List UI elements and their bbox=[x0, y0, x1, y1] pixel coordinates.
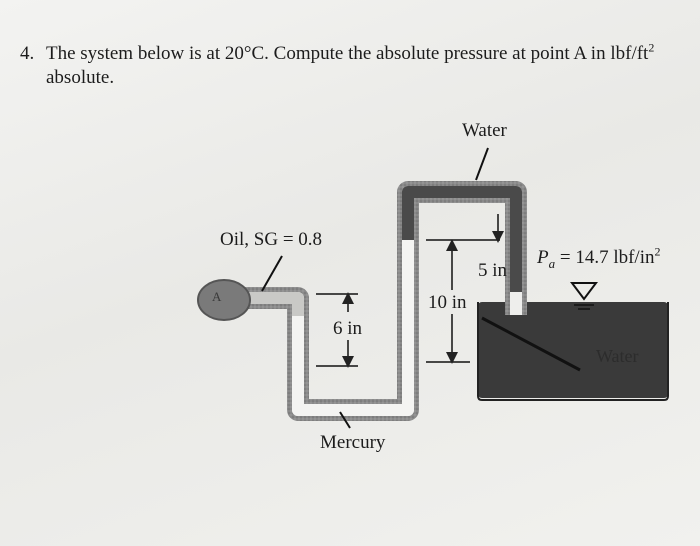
problem-statement: 4. The system below is at 20°C. Compute t… bbox=[20, 42, 680, 90]
problem-line-1: 4. The system below is at 20°C. Compute t… bbox=[20, 42, 680, 66]
oil-label: Oil, SG = 0.8 bbox=[220, 229, 323, 250]
mercury-label: Mercury bbox=[320, 432, 386, 453]
tank-water bbox=[478, 302, 668, 398]
tank-water-label: Water bbox=[596, 346, 639, 366]
pa-value: = 14.7 lbf/in bbox=[555, 247, 655, 268]
oil-column bbox=[245, 292, 304, 316]
mercury-column bbox=[292, 240, 414, 416]
pa-exponent: 2 bbox=[654, 244, 661, 259]
tank-leader-line bbox=[481, 316, 581, 372]
problem-line-2: absolute. bbox=[46, 67, 115, 88]
mercury-leader-line bbox=[339, 411, 351, 429]
atmospheric-pressure-label: Pa = 14.7 lbf/in2 bbox=[537, 244, 661, 272]
pa-subscript: a bbox=[548, 255, 556, 271]
water-leader-line bbox=[475, 147, 489, 181]
water-column bbox=[402, 186, 522, 292]
pa-symbol: P bbox=[537, 247, 549, 268]
point-a-bulb bbox=[197, 279, 251, 321]
free-surface-triangle-icon bbox=[570, 282, 598, 301]
oil-leader-line bbox=[261, 255, 283, 292]
water-label: Water bbox=[462, 120, 507, 141]
problem-number: 4. bbox=[20, 43, 35, 64]
dim-6in-label: 6 in bbox=[333, 318, 363, 339]
problem-unit-exponent: 2 bbox=[648, 40, 655, 55]
point-a-label: A bbox=[212, 289, 222, 304]
dim-5in-label: 5 in bbox=[478, 260, 508, 281]
tank-outline bbox=[477, 302, 669, 401]
dim-10in-label: 10 in bbox=[428, 292, 467, 313]
problem-text-line-1: The system below is at 20°C. Compute the… bbox=[46, 43, 649, 64]
